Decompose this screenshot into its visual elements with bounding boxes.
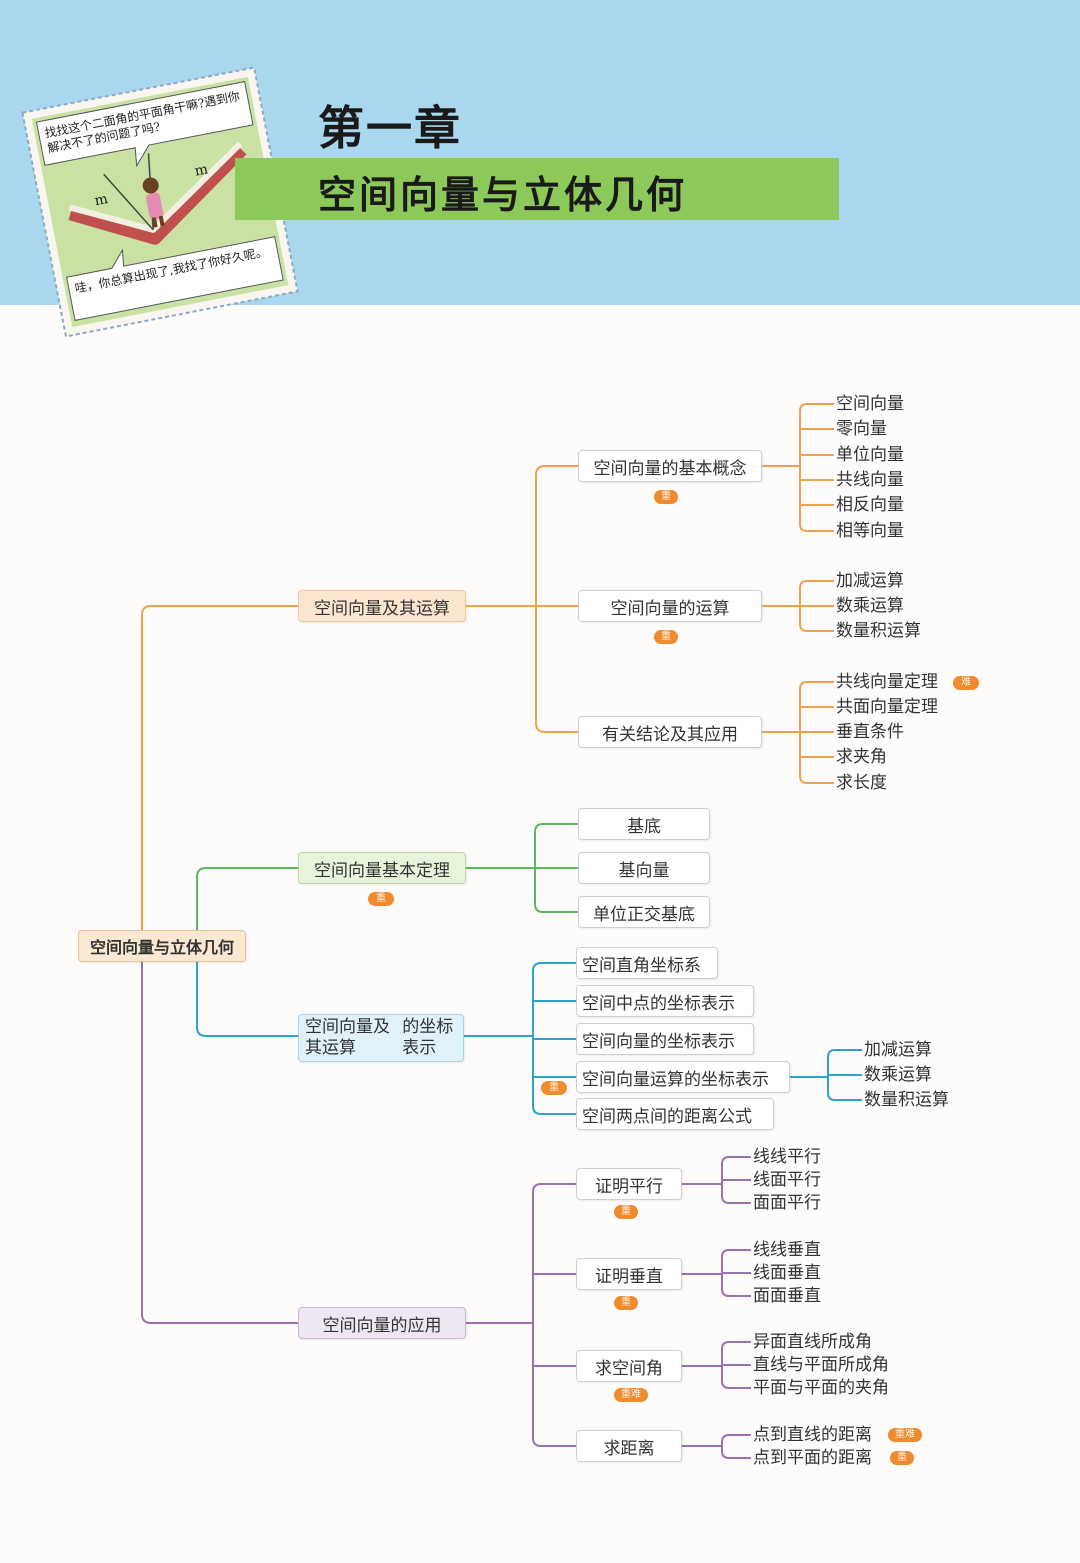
chapter-title: 第一章 xyxy=(318,101,462,155)
badge-key-point: 重 xyxy=(890,1451,914,1465)
node-basis-vector: 基向量 xyxy=(578,852,710,884)
node-orthonormal-basis: 单位正交基底 xyxy=(578,896,710,928)
node-point-coordinates: 空间中点的坐标表示 xyxy=(576,985,754,1017)
badge-key-point: 重 xyxy=(654,490,678,504)
node-vector-coordinates: 空间向量的坐标表示 xyxy=(576,1023,754,1055)
leaf-line-plane-perpendicular: 线面垂直 xyxy=(753,1263,821,1283)
node-basis: 基底 xyxy=(578,808,710,840)
leaf-scalar-multiply: 数乘运算 xyxy=(836,596,904,616)
node-conclusions-applications: 有关结论及其应用 xyxy=(578,716,762,748)
leaf-collinear-theorem: 共线向量定理 xyxy=(836,672,938,692)
branch-coordinate-representation: 空间向量及其运算 的坐标表示 xyxy=(298,1014,464,1062)
subtitle-band xyxy=(235,158,839,220)
badge-key-point: 重 xyxy=(654,630,678,644)
badge-key-point: 重 xyxy=(614,1205,638,1219)
badge-key-point: 重 xyxy=(614,1296,638,1310)
leaf-add-subtract: 加减运算 xyxy=(836,571,904,591)
node-distance-formula: 空间两点间的距离公式 xyxy=(576,1098,774,1130)
leaf-skew-lines-angle: 异面直线所成角 xyxy=(753,1332,872,1352)
chapter-subtitle: 空间向量与立体几何 xyxy=(318,173,688,217)
leaf-line-plane-angle: 直线与平面所成角 xyxy=(753,1355,889,1375)
badge-difficult: 难 xyxy=(953,676,979,690)
leaf-add-subtract: 加减运算 xyxy=(864,1040,932,1060)
leaf-opposite-vector: 相反向量 xyxy=(836,495,904,515)
branch-coordinate-line-2: 的坐标表示 xyxy=(402,1017,454,1058)
leaf-coplanar-theorem: 共面向量定理 xyxy=(836,697,938,717)
leaf-equal-vector: 相等向量 xyxy=(836,521,904,541)
branch-basic-theorem: 空间向量基本定理 xyxy=(298,852,466,884)
leaf-unit-vector: 单位向量 xyxy=(836,445,904,465)
leaf-point-line-distance: 点到直线的距离 xyxy=(753,1425,872,1445)
leaf-line-line-perpendicular: 线线垂直 xyxy=(753,1240,821,1260)
badge-key-point: 重 xyxy=(541,1081,567,1095)
mindmap-root: 空间向量与立体几何 xyxy=(78,930,246,962)
leaf-plane-plane-parallel: 面面平行 xyxy=(753,1193,821,1213)
leaf-perpendicular-condition: 垂直条件 xyxy=(836,722,904,742)
leaf-find-angle: 求夹角 xyxy=(836,747,887,767)
branch-coordinate-line-1: 空间向量及其运算 xyxy=(305,1017,390,1058)
branch-vector-operations: 空间向量及其运算 xyxy=(298,590,466,622)
node-prove-perpendicular: 证明垂直 xyxy=(576,1258,682,1290)
branch-applications: 空间向量的应用 xyxy=(298,1307,466,1339)
leaf-plane-plane-perpendicular: 面面垂直 xyxy=(753,1286,821,1306)
leaf-point-plane-distance: 点到平面的距离 xyxy=(753,1448,872,1468)
badge-key-difficult: 重难 xyxy=(614,1388,648,1402)
leaf-scalar-multiply: 数乘运算 xyxy=(864,1065,932,1085)
badge-key-difficult: 重难 xyxy=(888,1428,922,1442)
node-cartesian-system: 空间直角坐标系 xyxy=(576,947,718,979)
node-prove-parallel: 证明平行 xyxy=(576,1168,682,1200)
leaf-plane-plane-angle: 平面与平面的夹角 xyxy=(753,1378,889,1398)
node-basic-concepts: 空间向量的基本概念 xyxy=(578,450,762,482)
node-operation-coordinates: 空间向量运算的坐标表示 xyxy=(576,1061,790,1093)
leaf-space-vector: 空间向量 xyxy=(836,394,904,414)
node-find-angle: 求空间角 xyxy=(576,1350,682,1382)
node-find-distance: 求距离 xyxy=(576,1430,682,1462)
leaf-find-length: 求长度 xyxy=(836,773,887,793)
leaf-collinear-vector: 共线向量 xyxy=(836,470,904,490)
leaf-dot-product: 数量积运算 xyxy=(864,1090,949,1110)
leaf-line-plane-parallel: 线面平行 xyxy=(753,1170,821,1190)
leaf-line-line-parallel: 线线平行 xyxy=(753,1147,821,1167)
leaf-zero-vector: 零向量 xyxy=(836,419,887,439)
node-vector-operations: 空间向量的运算 xyxy=(578,590,762,622)
leaf-dot-product: 数量积运算 xyxy=(836,621,921,641)
badge-key-point: 重 xyxy=(368,892,394,906)
